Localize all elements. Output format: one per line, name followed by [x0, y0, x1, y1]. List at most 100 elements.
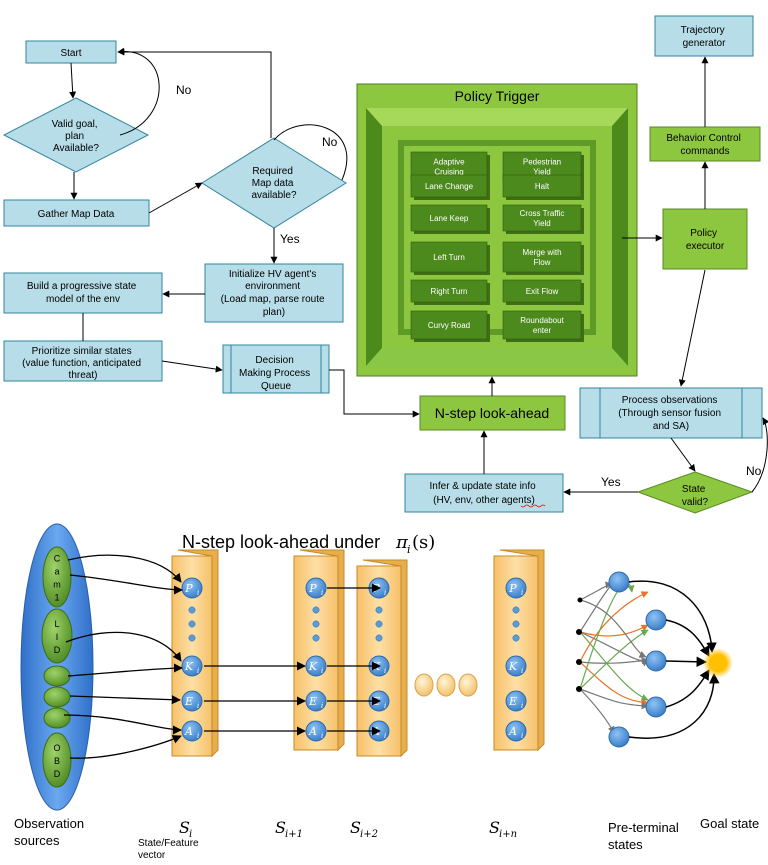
sensor-3 — [43, 686, 71, 708]
policy-button-left-2: Lane Keep — [410, 204, 490, 234]
ellipsis-dot — [188, 606, 196, 614]
state-vector-label: State/Feature vector — [138, 838, 201, 861]
start-label: Start — [60, 48, 81, 59]
node-subscript: i — [521, 732, 523, 740]
sensor-letter: O — [53, 743, 60, 753]
node-subscript: i — [384, 702, 386, 710]
policy-button-right-1: Halt — [502, 174, 584, 200]
policy-button-label: Exit Flow — [526, 287, 559, 296]
behavior-label: Behavior Control commands — [666, 133, 743, 157]
node-label: P — [184, 582, 193, 595]
sensor-4 — [43, 707, 71, 729]
state-label-1: S — [275, 818, 286, 837]
bottom-title: N-step look-ahead under π i (s) — [182, 532, 435, 556]
policy-subscript: i — [407, 543, 411, 556]
sensor-letter: I — [56, 632, 59, 642]
node-label: A — [184, 725, 193, 738]
yes-label-1: Yes — [280, 232, 300, 246]
sensor-letter: B — [54, 756, 60, 766]
ellipsis-dot — [188, 634, 196, 642]
process-label: Process observations (Through sensor fus… — [618, 395, 724, 432]
n-step-lookahead-box: N-step look-ahead — [419, 395, 566, 431]
node-subscript: i — [321, 702, 323, 710]
policy-button-left-3: Left Turn — [410, 241, 490, 275]
node-label: K — [508, 660, 518, 673]
policy-argument: (s) — [412, 532, 435, 553]
node-subscript: i — [197, 589, 199, 597]
node-subscript: i — [384, 732, 386, 740]
node-subscript: i — [384, 667, 386, 675]
ellipsis-dot — [512, 634, 520, 642]
ellipsis-dot — [375, 620, 383, 628]
initialize-label: Initialize HV agent's environment (Load … — [221, 269, 328, 318]
state-valid-label: State valid? — [682, 484, 709, 508]
build-state-model-box: Build a progressive state model of the e… — [3, 272, 163, 314]
policy-button-label: Halt — [535, 182, 550, 191]
node-label: A — [308, 725, 317, 738]
state-sub-0: i — [189, 829, 192, 840]
node-label: E — [184, 695, 193, 708]
ellipsis-dot — [312, 606, 320, 614]
bottom-labels: Observation sources S i State/Feature ve… — [14, 816, 759, 861]
trajectory-generator-box: Trajectory generator — [654, 15, 754, 57]
no-label-2: No — [322, 135, 338, 149]
ellipsis-dot — [312, 634, 320, 642]
flow-connectors — [69, 47, 768, 496]
sensor-5: OBD — [42, 732, 72, 788]
sensor-letter: L — [54, 619, 59, 629]
sensor-letter: D — [54, 645, 61, 655]
column-links — [204, 583, 381, 736]
ellipsis-dot — [312, 620, 320, 628]
infer-state-box: Infer & update state info (HV, env, othe… — [404, 473, 564, 513]
sensor-letter: C — [54, 554, 61, 564]
state-valid-diamond: State valid? — [636, 471, 754, 514]
no-label-1: No — [176, 83, 192, 97]
node-label: P — [308, 582, 317, 595]
policy-button-label: Curvy Road — [428, 321, 470, 330]
behavior-control-box: Behavior Control commands — [649, 126, 761, 162]
node-subscript: i — [321, 667, 323, 675]
valid-goal-label: Valid goal, plan Available? — [52, 119, 101, 154]
policy-button-label: Right Turn — [431, 287, 468, 296]
node-subscript: i — [521, 702, 523, 710]
state-sub-1: i+1 — [285, 829, 303, 840]
node-subscript: i — [384, 589, 386, 597]
valid-goal-diamond: Valid goal, plan Available? — [2, 97, 150, 173]
initialize-env-box: Initialize HV agent's environment (Load … — [204, 263, 344, 323]
build-label: Build a progressive state model of the e… — [27, 281, 139, 305]
start-box: Start — [25, 40, 117, 64]
node-subscript: i — [197, 702, 199, 710]
yes-label-2: Yes — [601, 475, 621, 489]
sensor-2 — [43, 665, 71, 687]
node-subscript: i — [197, 667, 199, 675]
policy-button-left-1: Lane Change — [410, 174, 490, 200]
observation-sources-label: Observation sources — [14, 816, 88, 848]
node-label: E — [508, 695, 517, 708]
no-label-3: No — [746, 464, 762, 478]
policy-executor-box: Policy executor — [662, 208, 748, 270]
policy-button-left-5: Curvy Road — [410, 310, 490, 342]
node-subscript: i — [321, 732, 323, 740]
ellipsis-dot — [375, 634, 383, 642]
gather-label: Gather Map Data — [38, 209, 115, 220]
sensor-letter: 1 — [54, 593, 59, 603]
